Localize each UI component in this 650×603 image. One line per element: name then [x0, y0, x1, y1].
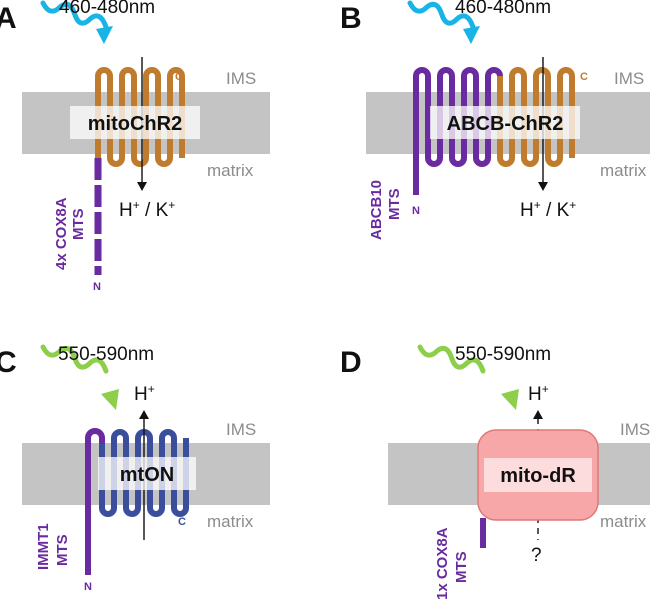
n-terminus-label: N	[93, 281, 101, 293]
panel-c-label: C	[0, 346, 17, 379]
protein-name-box	[430, 106, 580, 139]
panel-a-label: A	[0, 2, 17, 35]
wavelength-label: 460-480nm	[455, 0, 551, 18]
blue-light-wave-icon	[40, 0, 109, 30]
chr2-transmembrane-helices	[95, 67, 185, 167]
panel-d-label: D	[340, 346, 362, 379]
protein-name: mtON	[120, 464, 174, 486]
ion-flux-arrowhead-icon	[137, 182, 147, 191]
blue-light-wave-icon	[407, 0, 476, 30]
matrix-label: matrix	[600, 161, 647, 180]
protein-name-box	[70, 106, 200, 139]
ims-label: IMS	[226, 69, 256, 88]
matrix-label: matrix	[207, 161, 254, 180]
c-terminus-label: C	[580, 71, 588, 83]
unknown-label: ?	[531, 545, 542, 566]
panel-b: B 460-480nm IMS matrix C ABCB-ChR2 H+ / …	[340, 0, 650, 240]
mts-segment	[85, 428, 105, 575]
light-arrowhead-icon	[501, 389, 519, 410]
mts-label-line2: MTS	[386, 188, 403, 220]
n-terminus-label: N	[412, 205, 420, 217]
c-terminus-label: C	[175, 71, 183, 83]
green-light-wave-icon	[40, 344, 109, 374]
wavelength-label: 460-480nm	[59, 0, 155, 18]
protein-name-box	[98, 457, 196, 490]
panel-d: D 550-590nm IMS matrix H+ mito-dR ? 1x C…	[340, 344, 650, 600]
light-arrowhead-icon	[463, 26, 480, 44]
mts-label-line2: MTS	[54, 534, 71, 566]
light-arrowhead-icon	[96, 26, 113, 44]
mts-label-line1: ABCB10	[368, 180, 385, 240]
panel-c: C 550-590nm IMS matrix C H+ mtON N IMMT1…	[0, 344, 270, 593]
matrix-label: matrix	[600, 512, 647, 531]
protein-name-box	[484, 458, 592, 492]
ion-flux-label: H+	[528, 382, 549, 405]
ims-label: IMS	[226, 420, 256, 439]
ion-flux-label: H+ / K+	[520, 198, 576, 221]
ims-label: IMS	[614, 69, 644, 88]
mts-segment	[413, 67, 503, 195]
ion-flux-label: H+ / K+	[119, 198, 175, 221]
mts-label-line1: 1x COX8A	[434, 527, 451, 600]
c-terminus-label: C	[178, 516, 186, 528]
ion-flux-arrowhead-icon	[538, 182, 548, 191]
panel-a: A 460-480nm IMS matrix C mitoChR2 H+ / K…	[0, 0, 270, 293]
ims-label: IMS	[620, 420, 650, 439]
mts-label-line2: MTS	[70, 208, 87, 240]
mts-label-line1: 4x COX8A	[53, 197, 70, 270]
protein-name: ABCB-ChR2	[447, 113, 564, 135]
light-arrowhead-icon	[101, 389, 119, 410]
ion-flux-label: H+	[134, 382, 155, 405]
green-light-wave-icon	[417, 344, 486, 374]
protein-name: mito-dR	[500, 465, 576, 487]
ion-flux-arrowhead-icon	[139, 410, 149, 419]
panel-b-label: B	[340, 2, 362, 35]
protein-name: mitoChR2	[88, 113, 182, 135]
ion-flux-arrowhead-icon	[533, 410, 543, 419]
matrix-label: matrix	[207, 512, 254, 531]
mts-label-line2: MTS	[453, 551, 470, 583]
wavelength-label: 550-590nm	[58, 344, 154, 365]
mts-label-line1: IMMT1	[35, 523, 52, 570]
wavelength-label: 550-590nm	[455, 344, 551, 365]
n-terminus-label: N	[84, 581, 92, 593]
